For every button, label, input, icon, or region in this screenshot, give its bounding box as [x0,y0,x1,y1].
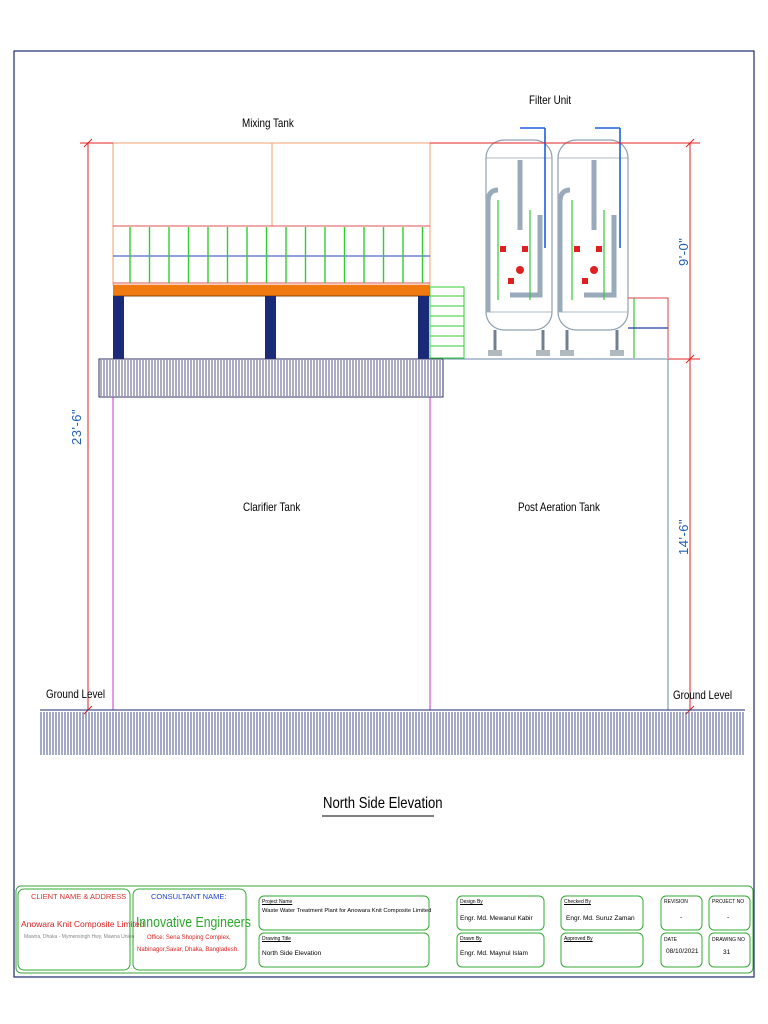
filter-unit-label: Filter Unit [529,93,572,107]
clarifier-tank-label: Clarifier Tank [243,500,301,514]
platform-columns [113,296,429,359]
mixing-tank [112,142,431,286]
mixing-tank-railing [113,225,430,284]
post-aeration-height-dimension: 14'-6" [676,518,691,555]
filter-height-dimension: 9'-0" [676,237,691,266]
ground-level [40,709,745,755]
project-name: Waste Water Treatment Plant for Anowara … [262,908,432,914]
consultant-heading: CONSULTANT NAME: [151,892,227,901]
concrete-slab [98,358,444,398]
drawn-by-label: Drawn By [460,936,482,942]
date-label: DATE [664,937,677,943]
filter-vessel-right [557,127,629,356]
consultant-office-line-2: Nabinagor,Savar, Dhaka, Bangladesh. [137,947,239,953]
clarifier-tank [112,397,431,710]
drawing-title-label: Drawing Title [262,936,291,942]
filter-vessel-left [485,127,553,356]
approved-by-label: Approved By [564,936,593,942]
ground-level-right-label: Ground Level [673,688,733,702]
drawing-title: North Side Elevation [323,795,443,812]
checked-by-value: Engr. Md. Suruz Zaman [566,915,635,922]
drawing-no-label: DRAWING NO [712,937,745,943]
client-address: Mawna, Dhaka - Mymensingh Hwy, Mawna Uni… [24,934,135,940]
drawing-title-value: North Side Elevation [262,950,322,957]
consultant-name: Innovative Engineers [136,914,251,931]
checked-by-label: Checked By [564,899,591,905]
filter-unit [485,127,669,358]
designed-by-value: Engr. Md. Mewanul Kabir [460,915,533,922]
client-name: Anowara Knit Composite Limited [21,919,145,929]
project-name-label: Project Name [262,899,293,905]
client-heading: CLIENT NAME & ADDRESS [31,892,127,901]
consultant-office-line-1: Office: Sena Shoping Complex, [147,935,231,941]
mixing-tank-label: Mixing Tank [242,116,294,130]
designed-by-label: Design By [460,899,483,905]
filter-outlet-pipe [628,297,669,358]
post-aeration-tank-label: Post Aeration Tank [518,500,600,514]
project-no-value: - [727,914,730,921]
ground-level-left-label: Ground Level [46,687,106,701]
title-block [15,885,754,974]
stair [429,286,465,359]
revision-label: REVISION [664,899,688,905]
platform-deck [113,285,430,297]
date-value: 08/10/2021 [666,948,699,955]
revision-value: - [680,914,683,921]
drawing-no-value: 31 [723,949,731,956]
project-no-label: PROJECT NO [712,899,745,905]
sheet-border [13,50,755,978]
overall-height-dimension: 23'-6" [69,408,84,445]
drawn-by-value: Engr. Md. Maynul Islam [460,950,528,957]
post-aeration-tank [443,358,669,710]
